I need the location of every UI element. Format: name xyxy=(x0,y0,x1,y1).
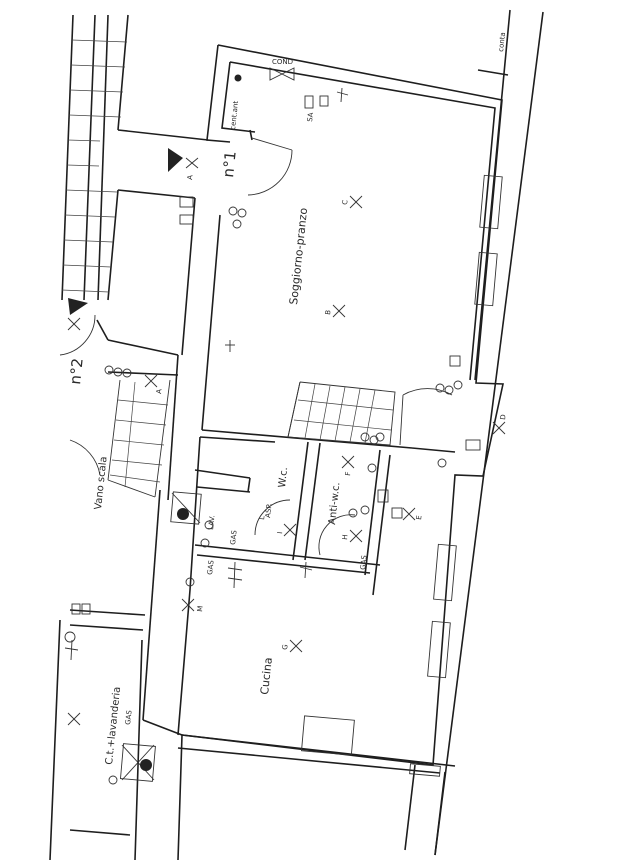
label-vano: Vano scala xyxy=(93,456,110,510)
svg-text:H: H xyxy=(341,534,350,540)
label-gas-1: GAS xyxy=(229,529,239,545)
right-edge-lines xyxy=(404,9,544,856)
label-n1: n°1 xyxy=(219,150,240,178)
svg-text:E: E xyxy=(415,515,423,520)
svg-text:C: C xyxy=(341,199,349,205)
label-soggiorno: Soggiorno-pranzo xyxy=(287,207,310,305)
equipment-symbols xyxy=(64,67,481,785)
label-sa: SA xyxy=(306,112,315,122)
point-h xyxy=(349,529,363,543)
svg-text:A: A xyxy=(186,174,194,180)
point-a-top xyxy=(185,157,199,169)
point-d xyxy=(492,421,506,435)
internal-walls xyxy=(194,441,456,596)
point-labels: A C B A D F E I H M G L xyxy=(155,174,508,650)
point-f xyxy=(341,455,355,469)
label-centr: cent.ant xyxy=(229,100,240,130)
doors xyxy=(59,137,453,556)
point-g xyxy=(289,639,303,653)
svg-text:F: F xyxy=(344,471,352,476)
svg-text:G: G xyxy=(281,644,290,650)
label-gas-2: GAS xyxy=(206,559,216,575)
svg-text:L: L xyxy=(258,515,266,520)
svg-text:M: M xyxy=(196,605,205,612)
point-a-mid xyxy=(144,374,158,388)
label-lav: LAV. xyxy=(207,515,216,530)
point-m xyxy=(181,598,195,612)
room-labels: Soggiorno-pranzo Cucina W.c. Anti-w.c. C… xyxy=(66,150,342,765)
equipment-labels: COND GAS GAS GAS GAS LAV. ASP. conta cen… xyxy=(124,32,507,725)
svg-text:A: A xyxy=(155,388,163,394)
label-antiwc: Anti-w.c. xyxy=(327,482,342,526)
outer-walls xyxy=(49,44,504,861)
point-e xyxy=(402,507,416,521)
svg-text:I: I xyxy=(276,531,284,534)
label-cucina: Cucina xyxy=(258,657,275,696)
upper-left-stair-strip xyxy=(61,14,129,301)
label-cond: COND xyxy=(272,58,293,66)
point-x-ct xyxy=(67,712,81,726)
label-contatore: conta xyxy=(497,32,507,52)
label-ct: C.t.+lavanderia xyxy=(104,686,123,765)
point-x-left xyxy=(67,317,81,331)
label-wc: W.c. xyxy=(277,467,290,489)
label-gas-4: GAS xyxy=(359,554,369,570)
inner-staircase xyxy=(287,381,396,446)
label-n2: n°2 xyxy=(66,357,87,385)
point-c xyxy=(349,195,363,209)
windows xyxy=(301,174,503,777)
measurement-points xyxy=(67,157,506,726)
point-b xyxy=(332,304,346,318)
vano-scala-stair xyxy=(107,379,171,498)
point-i xyxy=(283,523,297,537)
svg-text:D: D xyxy=(499,414,508,420)
svg-text:B: B xyxy=(324,309,332,315)
label-asp: ASP. xyxy=(264,503,273,518)
label-gas-3: GAS xyxy=(124,709,134,725)
